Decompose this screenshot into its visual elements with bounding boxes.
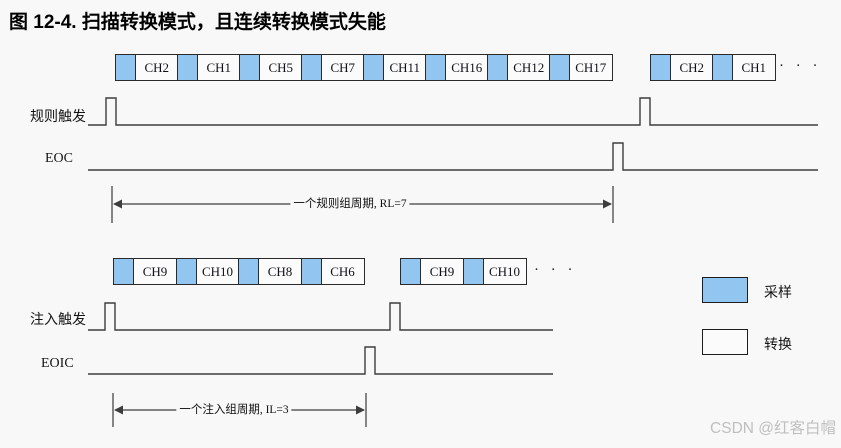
sample-box xyxy=(487,54,509,81)
sample-box xyxy=(301,54,323,81)
regular-sequence-group-2: CH2 CH1 xyxy=(650,54,776,81)
channel-box: CH2 xyxy=(670,54,714,81)
sample-box xyxy=(549,54,571,81)
sample-box xyxy=(300,258,322,285)
eoc-label: EOC xyxy=(45,151,73,166)
watermark: CSDN @红客白帽 xyxy=(710,420,836,437)
regular-sequence-group-1: CH2 CH1 CH5 CH7 CH11 CH16 CH12 CH17 xyxy=(115,54,613,81)
regular-ellipsis: · · · xyxy=(779,58,822,74)
regular-trigger-label: 规则触发 xyxy=(30,110,86,125)
sample-box xyxy=(177,54,199,81)
sample-box xyxy=(238,258,260,285)
channel-box: CH9 xyxy=(133,258,177,285)
injected-period-label: 一个注入组周期, IL=3 xyxy=(176,403,292,418)
channel-box: CH5 xyxy=(259,54,303,81)
channel-box: CH6 xyxy=(320,258,365,285)
channel-box: CH16 xyxy=(445,54,489,81)
regular-period-label: 一个规则组周期, RL=7 xyxy=(290,197,410,212)
eoic-label: EOIC xyxy=(41,356,74,371)
sample-box xyxy=(462,258,484,285)
legend-sample-label: 采样 xyxy=(764,286,792,301)
channel-box: CH10 xyxy=(195,258,240,285)
sample-box xyxy=(175,258,197,285)
injected-trigger-label: 注入触发 xyxy=(30,313,86,328)
regular-period-span-right-arrowhead xyxy=(603,199,612,209)
sample-box xyxy=(400,258,422,285)
eoc-wave xyxy=(88,142,818,171)
eoic-wave xyxy=(88,346,553,375)
injected-ellipsis: · · · xyxy=(534,262,577,278)
channel-box: CH11 xyxy=(383,54,427,81)
regular-trigger-wave xyxy=(88,97,818,126)
sample-box xyxy=(363,54,385,81)
channel-box: CH2 xyxy=(135,54,179,81)
regular-period-span-left-arrowhead xyxy=(113,199,122,209)
injected-period-span-right-arrowhead xyxy=(356,405,365,415)
channel-box: CH9 xyxy=(420,258,464,285)
legend-convert-swatch xyxy=(702,329,748,355)
sample-box xyxy=(425,54,447,81)
injected-sequence-group-2: CH9 CH10 xyxy=(400,258,527,285)
channel-box: CH1 xyxy=(732,54,776,81)
sample-box xyxy=(650,54,672,81)
legend-sample-swatch xyxy=(702,277,748,303)
channel-box: CH17 xyxy=(569,54,613,81)
channel-box: CH10 xyxy=(482,258,527,285)
legend-convert-label: 转换 xyxy=(764,338,792,353)
injected-trigger-wave xyxy=(88,302,553,331)
channel-box: CH1 xyxy=(197,54,241,81)
channel-box: CH12 xyxy=(507,54,551,81)
injected-period-span-left-arrowhead xyxy=(114,405,123,415)
channel-box: CH7 xyxy=(321,54,365,81)
sample-box xyxy=(115,54,137,81)
sample-box xyxy=(239,54,261,81)
sample-box xyxy=(712,54,734,81)
channel-box: CH8 xyxy=(258,258,302,285)
sample-box xyxy=(113,258,135,285)
injected-sequence-group-1: CH9 CH10 CH8 CH6 xyxy=(113,258,365,285)
figure-title: 图 12-4. 扫描转换模式，且连续转换模式失能 xyxy=(9,12,386,33)
